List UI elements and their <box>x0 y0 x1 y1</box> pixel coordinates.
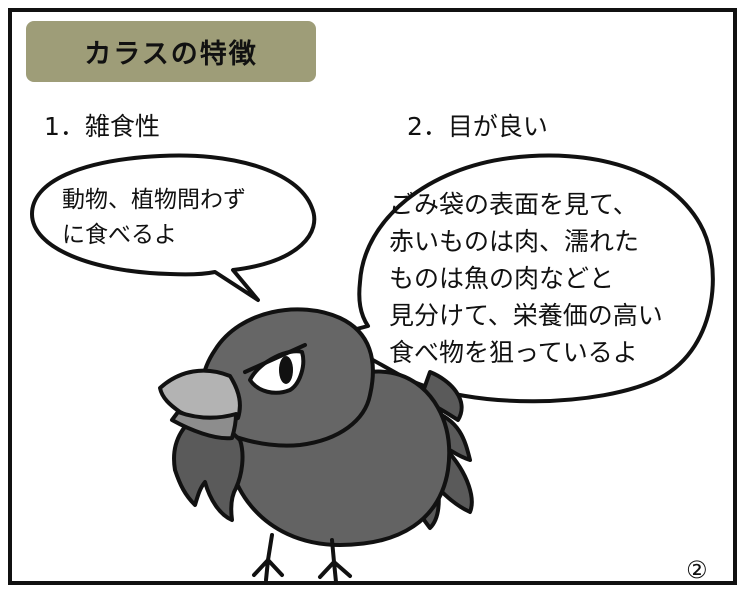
speech-bubble-left <box>30 153 317 302</box>
crow-legs <box>252 533 352 584</box>
speech-bubble-right <box>328 153 715 404</box>
crow-brow <box>243 343 307 374</box>
bubble-right-text: ごみ袋の表面を見て、 赤いものは肉、濡れた ものは魚の肉などと 見分けて、栄養価… <box>389 190 663 367</box>
title-banner: カラスの特徴 <box>26 21 316 82</box>
crow-beak-lower <box>170 410 238 441</box>
bubble-left-text: 動物、植物問わず に食べるよ <box>62 187 246 248</box>
crow-pupil <box>279 356 293 384</box>
page-number: ② <box>686 556 708 584</box>
title-text: カラスの特徴 <box>84 39 258 70</box>
crow-character <box>158 307 474 584</box>
heading-omnivorous: 1．雑食性 <box>44 112 160 141</box>
heading-good-eyesight: 2．目が良い <box>407 112 548 141</box>
crow-beak <box>158 368 242 424</box>
